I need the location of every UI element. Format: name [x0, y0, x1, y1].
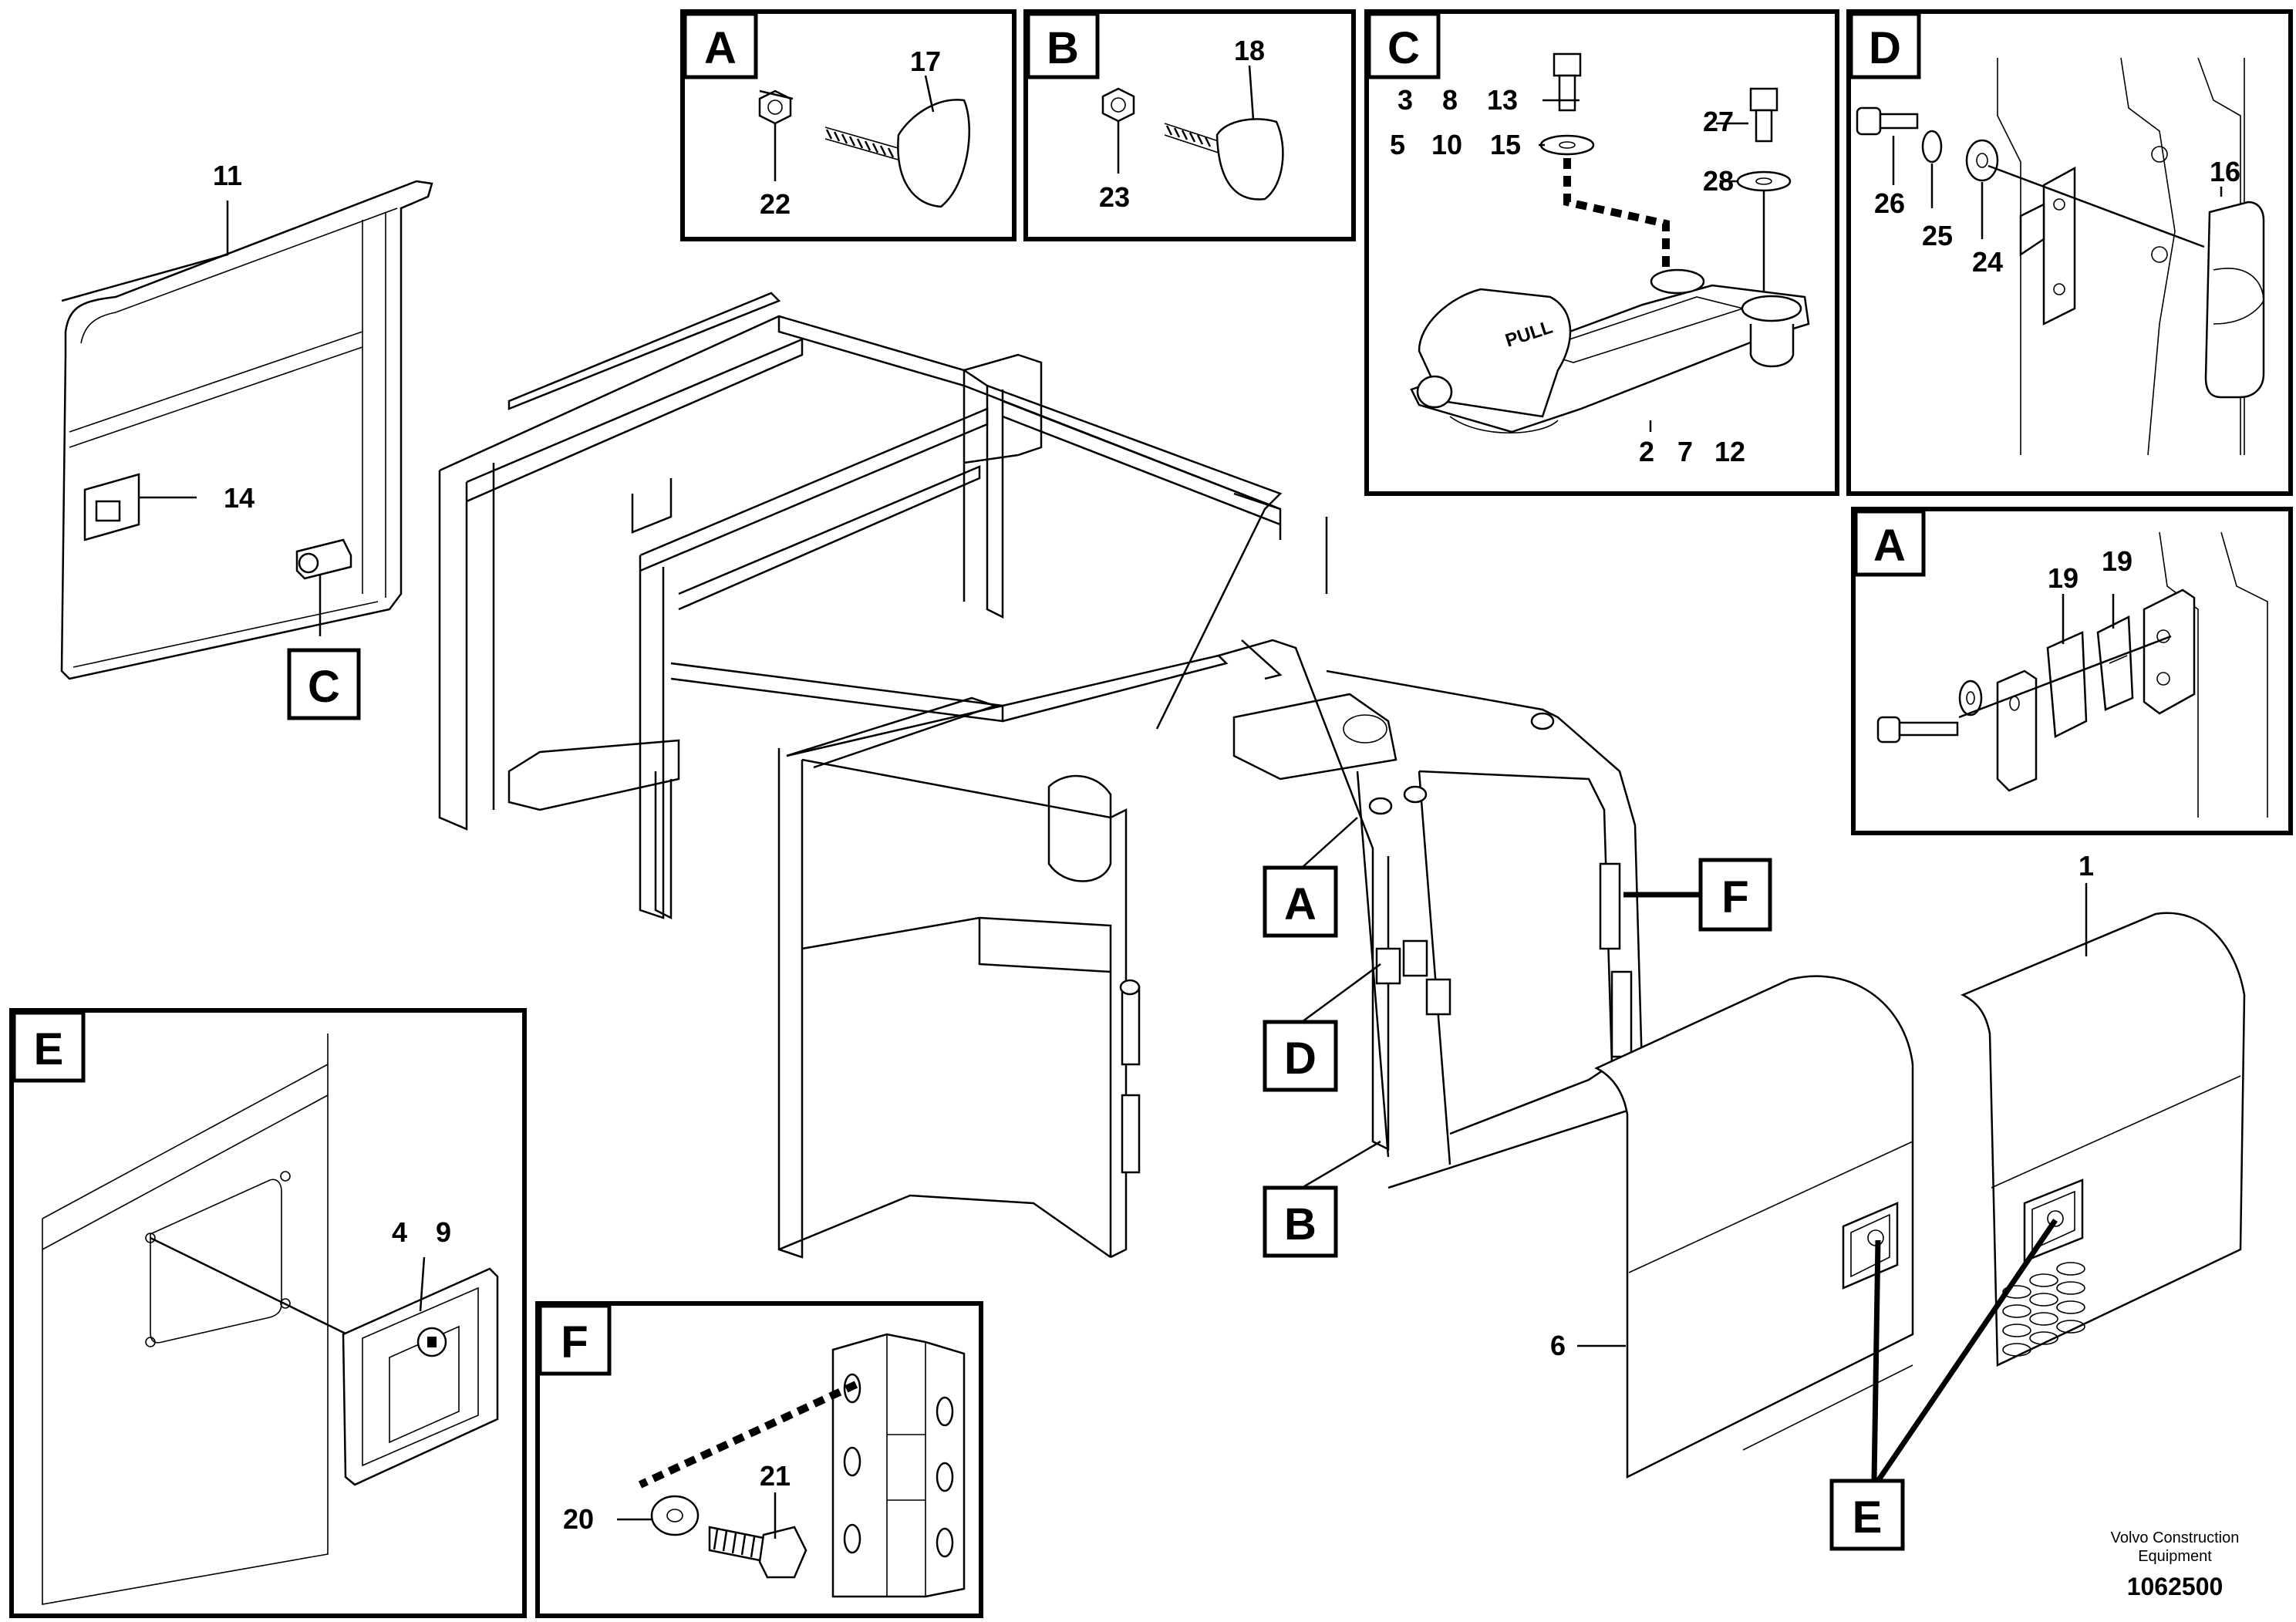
part-label-8: 8: [1442, 84, 1458, 116]
part-label-28: 28: [1703, 165, 1734, 197]
lockable-handle-icon: [342, 1267, 499, 1486]
detail-letter-a-top: A: [704, 23, 737, 73]
door-latch-icon: [295, 538, 352, 580]
door-handle-icon: [83, 473, 140, 541]
pull-latch-handle-icon: [1410, 268, 1810, 433]
rubber-stop-block-icon: [2204, 201, 2265, 399]
part-label-7: 7: [1677, 436, 1693, 467]
callout-letter-d: D: [1284, 1034, 1317, 1084]
callout-letter-b: B: [1284, 1199, 1317, 1249]
detail-letter-f: F: [561, 1317, 588, 1367]
callout-box-a: [1263, 865, 1338, 938]
part-label-15: 15: [1490, 129, 1521, 160]
spacer-plate-icon: [1996, 669, 2038, 792]
detail-box-a-top: A 17 22: [680, 9, 1017, 241]
part-label-5: 5: [1390, 129, 1405, 160]
striker-bracket-icon: [2019, 166, 2076, 326]
callout-letter-c: C: [308, 662, 340, 712]
part-label-23: 23: [1099, 181, 1130, 213]
nut-icon: [758, 89, 792, 125]
part-label-18: 18: [1234, 35, 1265, 66]
part-label-19-right: 19: [2102, 545, 2132, 577]
part-label-11: 11: [213, 160, 242, 191]
shim-icon: [2046, 631, 2088, 738]
hinge-icon: [831, 1333, 966, 1598]
part-label-16: 16: [2210, 156, 2240, 187]
part-label-21: 21: [760, 1460, 791, 1492]
part-label-17: 17: [910, 46, 941, 77]
part-label-9: 9: [436, 1216, 451, 1248]
detail-letter-e: E: [34, 1024, 64, 1074]
detail-letter-c-top: C: [1387, 23, 1420, 73]
detail-box-d-top: D 26 25: [1846, 9, 2293, 496]
detail-box-c-top: C PULL: [1364, 9, 1839, 496]
shim-icon: [2096, 615, 2134, 711]
callout-box-b: [1263, 1185, 1338, 1258]
part-label-10: 10: [1431, 129, 1462, 160]
washer-icon: [650, 1495, 700, 1536]
washer-icon: [1921, 130, 1943, 164]
company-name-line-1: Volvo Construction: [2111, 1529, 2240, 1546]
callout-letter-f: F: [1721, 872, 1748, 922]
screw-icon: [1553, 52, 1582, 112]
detail-letter-b-top: B: [1047, 23, 1079, 73]
side-cover-panel-6: [1594, 975, 1914, 1479]
detail-box-f: F 20 21: [535, 1301, 983, 1618]
rubber-buffer-bolt-icon: [1164, 118, 1284, 201]
striker-bracket-icon: [2143, 588, 2196, 715]
part-label-4: 4: [392, 1216, 407, 1248]
bolt-icon: [1876, 716, 1959, 744]
callout-box-e: [1829, 1479, 1905, 1551]
vent-grille-icon: [2002, 1262, 2085, 1357]
company-name-line-2: Equipment: [2138, 1548, 2212, 1565]
part-label-2: 2: [1639, 436, 1654, 467]
part-label-27: 27: [1703, 106, 1734, 137]
callout-letter-a: A: [1284, 879, 1317, 929]
detail-letter-a-mid: A: [1873, 521, 1906, 571]
washer-icon: [1958, 679, 1983, 717]
part-label-19-left: 19: [2048, 562, 2079, 594]
screw-icon: [1749, 87, 1778, 143]
part-label-6: 6: [1550, 1330, 1566, 1361]
callout-box-c: [287, 648, 361, 720]
bump-stop-bolt-icon: [824, 99, 970, 208]
bolt-icon: [1856, 106, 1919, 136]
nut-icon: [1101, 87, 1135, 123]
detail-box-e: E 4 9: [9, 1008, 527, 1618]
detail-letter-d-top: D: [1869, 23, 1901, 73]
footer-credits: Volvo Construction Equipment 1062500: [2111, 1529, 2240, 1600]
callout-box-d: [1263, 1020, 1338, 1092]
drawing-number: 1062500: [2127, 1573, 2224, 1600]
rubber-stop-icon: [1119, 712, 1555, 996]
part-label-14: 14: [224, 482, 255, 514]
part-label-22: 22: [760, 188, 791, 220]
door-hinge-icon: [1121, 862, 1633, 1174]
cab-door-panel: [60, 180, 433, 680]
bolt-icon: [708, 1526, 807, 1579]
part-label-12: 12: [1714, 436, 1745, 467]
callout-letter-e: E: [1853, 1492, 1883, 1543]
washer-icon: [1965, 139, 1999, 182]
washer-icon: [1539, 134, 1595, 156]
part-label-13: 13: [1487, 84, 1518, 116]
part-label-24: 24: [1972, 246, 2003, 278]
detail-box-b-top: B 18 23: [1023, 9, 1356, 241]
part-label-26: 26: [1874, 187, 1905, 219]
part-label-20: 20: [563, 1503, 594, 1535]
part-label-25: 25: [1922, 220, 1953, 251]
detail-box-a-shims: A 19 19: [1851, 507, 2293, 835]
cab-frame-structure: [438, 292, 1644, 1259]
part-label-3: 3: [1397, 84, 1413, 116]
part-label-1: 1: [2079, 850, 2094, 882]
washer-icon: [1736, 170, 1792, 192]
